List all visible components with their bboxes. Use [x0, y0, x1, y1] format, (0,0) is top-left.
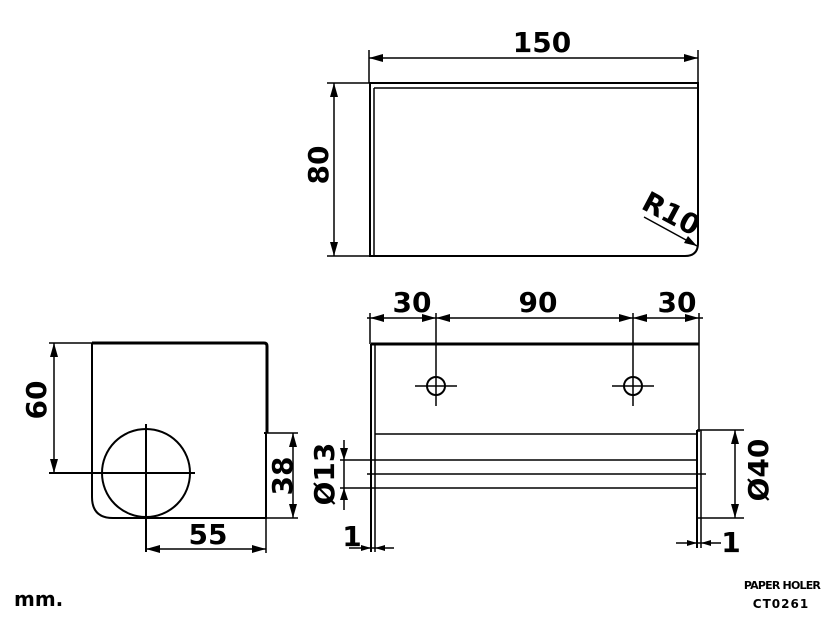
top-view-outline — [369, 82, 699, 257]
arrow-right-icon — [252, 545, 266, 553]
arrow-leader-icon — [684, 236, 697, 246]
arrow-left-icon — [436, 314, 450, 322]
arrow-up-icon — [50, 343, 58, 357]
arrow-up-icon — [289, 433, 297, 447]
side-view-top-edge — [92, 341, 269, 433]
mounting-hole-right — [612, 313, 654, 406]
arrow-down-icon — [340, 448, 348, 460]
arrow-down-icon — [731, 504, 739, 518]
top-height-label: 80 — [302, 146, 335, 185]
arrow-right-icon — [684, 54, 698, 62]
arrow-up-icon — [340, 488, 348, 500]
side-view: 60 38 55 — [20, 341, 299, 553]
arrow-right-icon — [619, 314, 633, 322]
arrow-down-icon — [50, 459, 58, 473]
front-view: 30 90 30 Ø13 Ø40 1 1 — [308, 286, 775, 559]
right-offset-label: 30 — [658, 286, 697, 319]
top-view: 150 80 R10 — [302, 26, 706, 257]
units-label: mm. — [14, 587, 63, 611]
arrow-left-icon — [369, 54, 383, 62]
end-cap-diameter-label: Ø40 — [742, 439, 775, 502]
arrow-left-icon — [633, 314, 647, 322]
mounting-hole-left — [415, 313, 457, 406]
arrow-up-icon — [330, 83, 338, 97]
arrow-up-icon — [731, 430, 739, 444]
side-view-outline — [91, 343, 267, 519]
product-code: CT0261 — [753, 597, 809, 611]
arrow-right-icon — [685, 314, 699, 322]
arrow-left-icon — [701, 540, 711, 546]
rod-diameter-label: Ø13 — [308, 443, 341, 506]
side-height-label: 60 — [20, 381, 53, 420]
arrow-right-icon — [422, 314, 436, 322]
right-thickness-label: 1 — [721, 526, 740, 559]
hole-spacing-label: 90 — [519, 286, 558, 319]
top-width-label: 150 — [513, 26, 571, 59]
corner-radius-label: R10 — [637, 185, 706, 243]
lower-height-label: 38 — [266, 457, 299, 496]
drawing-title: PAPER HOLER — [744, 579, 822, 592]
arrow-left-icon — [370, 314, 384, 322]
horizontal-dim-label: 55 — [189, 518, 228, 551]
left-thickness-label: 1 — [342, 520, 361, 553]
left-offset-label: 30 — [393, 286, 432, 319]
arrow-left-icon — [146, 545, 160, 553]
arrow-right-icon — [687, 540, 697, 546]
arrow-right-icon — [361, 545, 371, 551]
arrow-down-icon — [289, 504, 297, 518]
arrow-left-icon — [375, 545, 385, 551]
arrow-down-icon — [330, 242, 338, 256]
